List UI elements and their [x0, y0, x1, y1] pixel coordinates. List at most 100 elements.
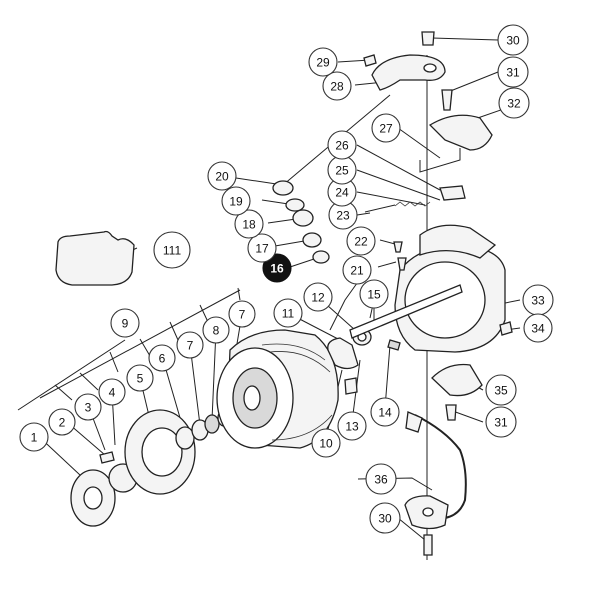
callout-number: 4	[109, 386, 116, 400]
callout-number: 31	[506, 66, 520, 80]
callout-number: 19	[229, 195, 243, 209]
part-27-spring	[419, 148, 461, 173]
callout-circle	[176, 331, 204, 359]
callout-number: 6	[159, 352, 166, 366]
callout-circle	[497, 56, 529, 88]
callout-number: 22	[354, 235, 368, 249]
callout-c26: 26	[327, 130, 357, 160]
callout-circle	[202, 316, 230, 344]
part-30-screw-bottom	[423, 534, 433, 556]
callout-number: 24	[335, 186, 349, 200]
parts	[55, 31, 513, 556]
callout-number: 16	[270, 262, 284, 276]
part-21-screw	[397, 257, 407, 271]
callout-circle	[228, 300, 256, 328]
callout-circle	[126, 364, 154, 392]
callout-number: 8	[213, 324, 220, 338]
callout-circle	[359, 279, 389, 309]
callout-number: 2	[59, 416, 66, 430]
callout-circle	[247, 233, 277, 263]
part-31-screw-bottom	[445, 404, 457, 421]
callout-circle	[262, 253, 292, 283]
callout-c30b: 30	[369, 502, 401, 534]
callout-circle	[371, 113, 401, 143]
callout-number: 17	[255, 242, 269, 256]
callout-c14: 14	[370, 397, 400, 427]
callout-c11: 11	[273, 298, 303, 328]
callout-number: 36	[374, 473, 388, 487]
main-shaft	[349, 284, 463, 339]
callout-number: 14	[378, 406, 392, 420]
callout-circle	[308, 47, 338, 77]
callout-number: 32	[507, 97, 521, 111]
callout-number: 35	[494, 384, 508, 398]
callout-number: 27	[379, 122, 393, 136]
part-20-bearing	[272, 180, 294, 196]
callout-circle	[342, 255, 372, 285]
callout-c111: 111	[153, 231, 191, 269]
callout-number: 3	[85, 401, 92, 415]
part-23-pin	[364, 204, 396, 213]
part-6-washer	[175, 426, 195, 450]
callout-c32: 32	[498, 87, 530, 119]
callout-circle	[498, 87, 530, 119]
callout-c13: 13	[337, 411, 367, 441]
callout-number: 13	[345, 420, 359, 434]
callout-c28: 28	[322, 71, 352, 101]
callout-circle	[153, 231, 191, 269]
callout-c27: 27	[371, 113, 401, 143]
callout-circle	[221, 186, 251, 216]
part-14-pin	[387, 339, 401, 351]
part-26-bracket	[439, 185, 466, 201]
callout-c15: 15	[359, 279, 389, 309]
callout-c20: 20	[207, 161, 237, 191]
part-24-spring	[394, 201, 431, 207]
callout-circle	[19, 422, 49, 452]
callout-circle	[74, 393, 102, 421]
part-36-bail-wire	[414, 414, 467, 519]
callout-c6: 6	[148, 344, 176, 372]
part-17-washer	[302, 232, 322, 248]
callout-number: 29	[316, 56, 330, 70]
callout-circle	[365, 463, 397, 495]
part-8-washer	[204, 414, 220, 434]
callout-number: 7	[187, 339, 194, 353]
callout-circle	[207, 161, 237, 191]
callout-circle	[148, 344, 176, 372]
callout-circle	[327, 130, 357, 160]
callout-number: 12	[311, 291, 325, 305]
part-19-washer	[285, 198, 305, 212]
part-18-collar	[292, 209, 314, 227]
part-28-bail-arm	[371, 54, 446, 91]
callout-c34: 34	[523, 313, 553, 343]
part-35-bracket	[431, 363, 483, 397]
callout-circle	[48, 408, 76, 436]
part-22-screw	[393, 241, 403, 253]
callout-number: 11	[282, 307, 295, 321]
callout-c10: 10	[311, 428, 341, 458]
callout-c12: 12	[303, 282, 333, 312]
callout-circle	[273, 298, 303, 328]
callout-c19: 19	[221, 186, 251, 216]
callout-c21: 21	[342, 255, 372, 285]
callout-c30a: 30	[497, 24, 529, 56]
callout-number: 30	[378, 512, 392, 526]
callout-c35: 35	[485, 374, 517, 406]
callout-circle	[485, 406, 517, 438]
callout-c7b: 7	[228, 300, 256, 328]
callout-c7a: 7	[176, 331, 204, 359]
callout-c9: 9	[110, 308, 140, 338]
part-32-cover	[428, 114, 493, 151]
callout-circle	[337, 411, 367, 441]
callout-number: 23	[336, 209, 350, 223]
callout-circle	[234, 209, 264, 239]
callout-c1: 1	[19, 422, 49, 452]
callout-number: 21	[350, 264, 364, 278]
callout-number: 25	[335, 164, 349, 178]
callout-circle	[98, 378, 126, 406]
callout-number: 15	[367, 288, 381, 302]
callout-circle	[370, 397, 400, 427]
callout-number: 28	[330, 80, 344, 94]
callout-number: 1	[31, 431, 38, 445]
callout-circle	[485, 374, 517, 406]
